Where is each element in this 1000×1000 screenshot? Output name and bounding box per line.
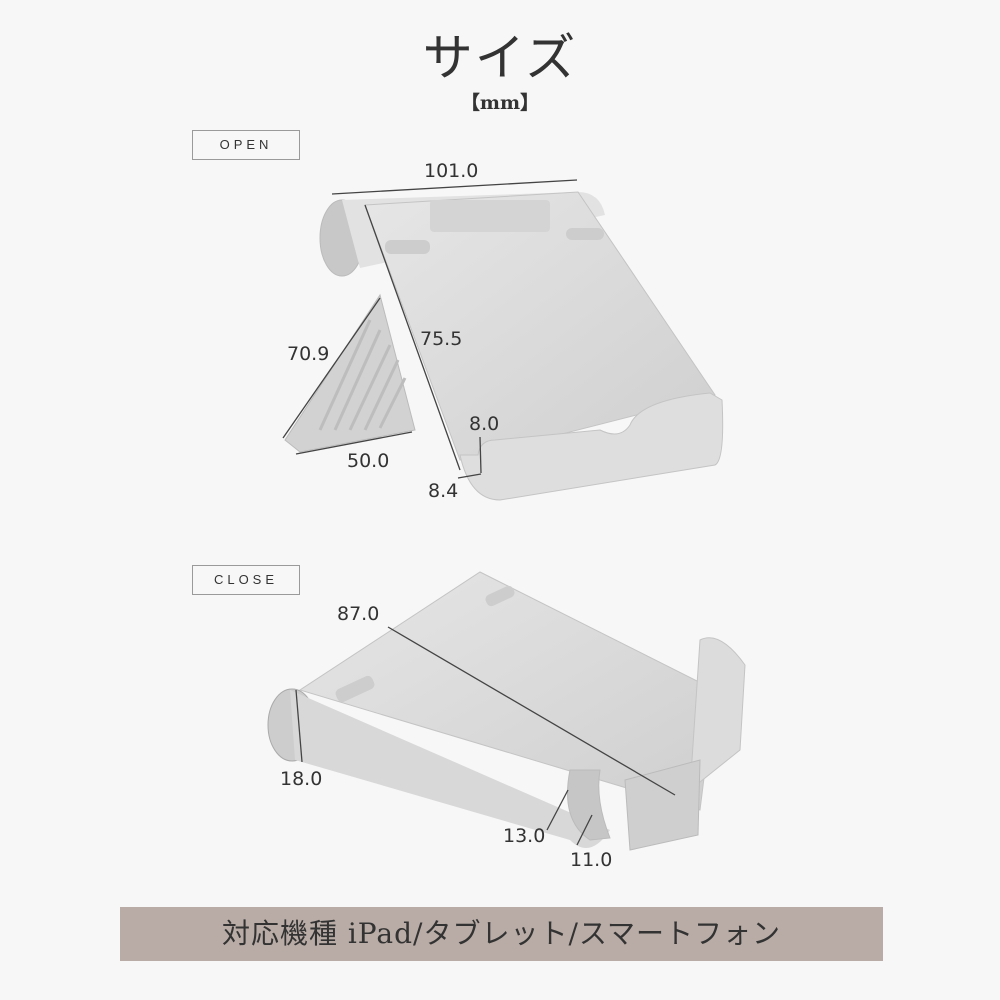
close-label: CLOSE: [192, 565, 300, 595]
dim-open-slot-width: 8.4: [428, 480, 459, 502]
unit-label: 【mm】: [460, 92, 540, 114]
dim-close-slot-depth: 11.0: [570, 849, 613, 871]
dim-open-width: 101.0: [424, 160, 479, 182]
page-title: サイズ: [422, 29, 578, 87]
dim-close-length: 87.0: [337, 603, 380, 625]
compatible-devices-banner: 対応機種 iPad/タブレット/スマートフォン: [120, 907, 883, 961]
open-stand-image: [282, 179, 724, 501]
dim-close-roll-diameter: 18.0: [280, 768, 323, 790]
dim-open-lip-height: 8.0: [469, 413, 500, 435]
dim-open-leg-length: 70.9: [287, 343, 330, 365]
open-label: OPEN: [192, 130, 300, 160]
dim-close-slot-height: 13.0: [503, 825, 546, 847]
close-stand-image: [267, 571, 746, 851]
dim-open-back-height: 75.5: [420, 328, 463, 350]
dim-open-leg-base: 50.0: [347, 450, 390, 472]
